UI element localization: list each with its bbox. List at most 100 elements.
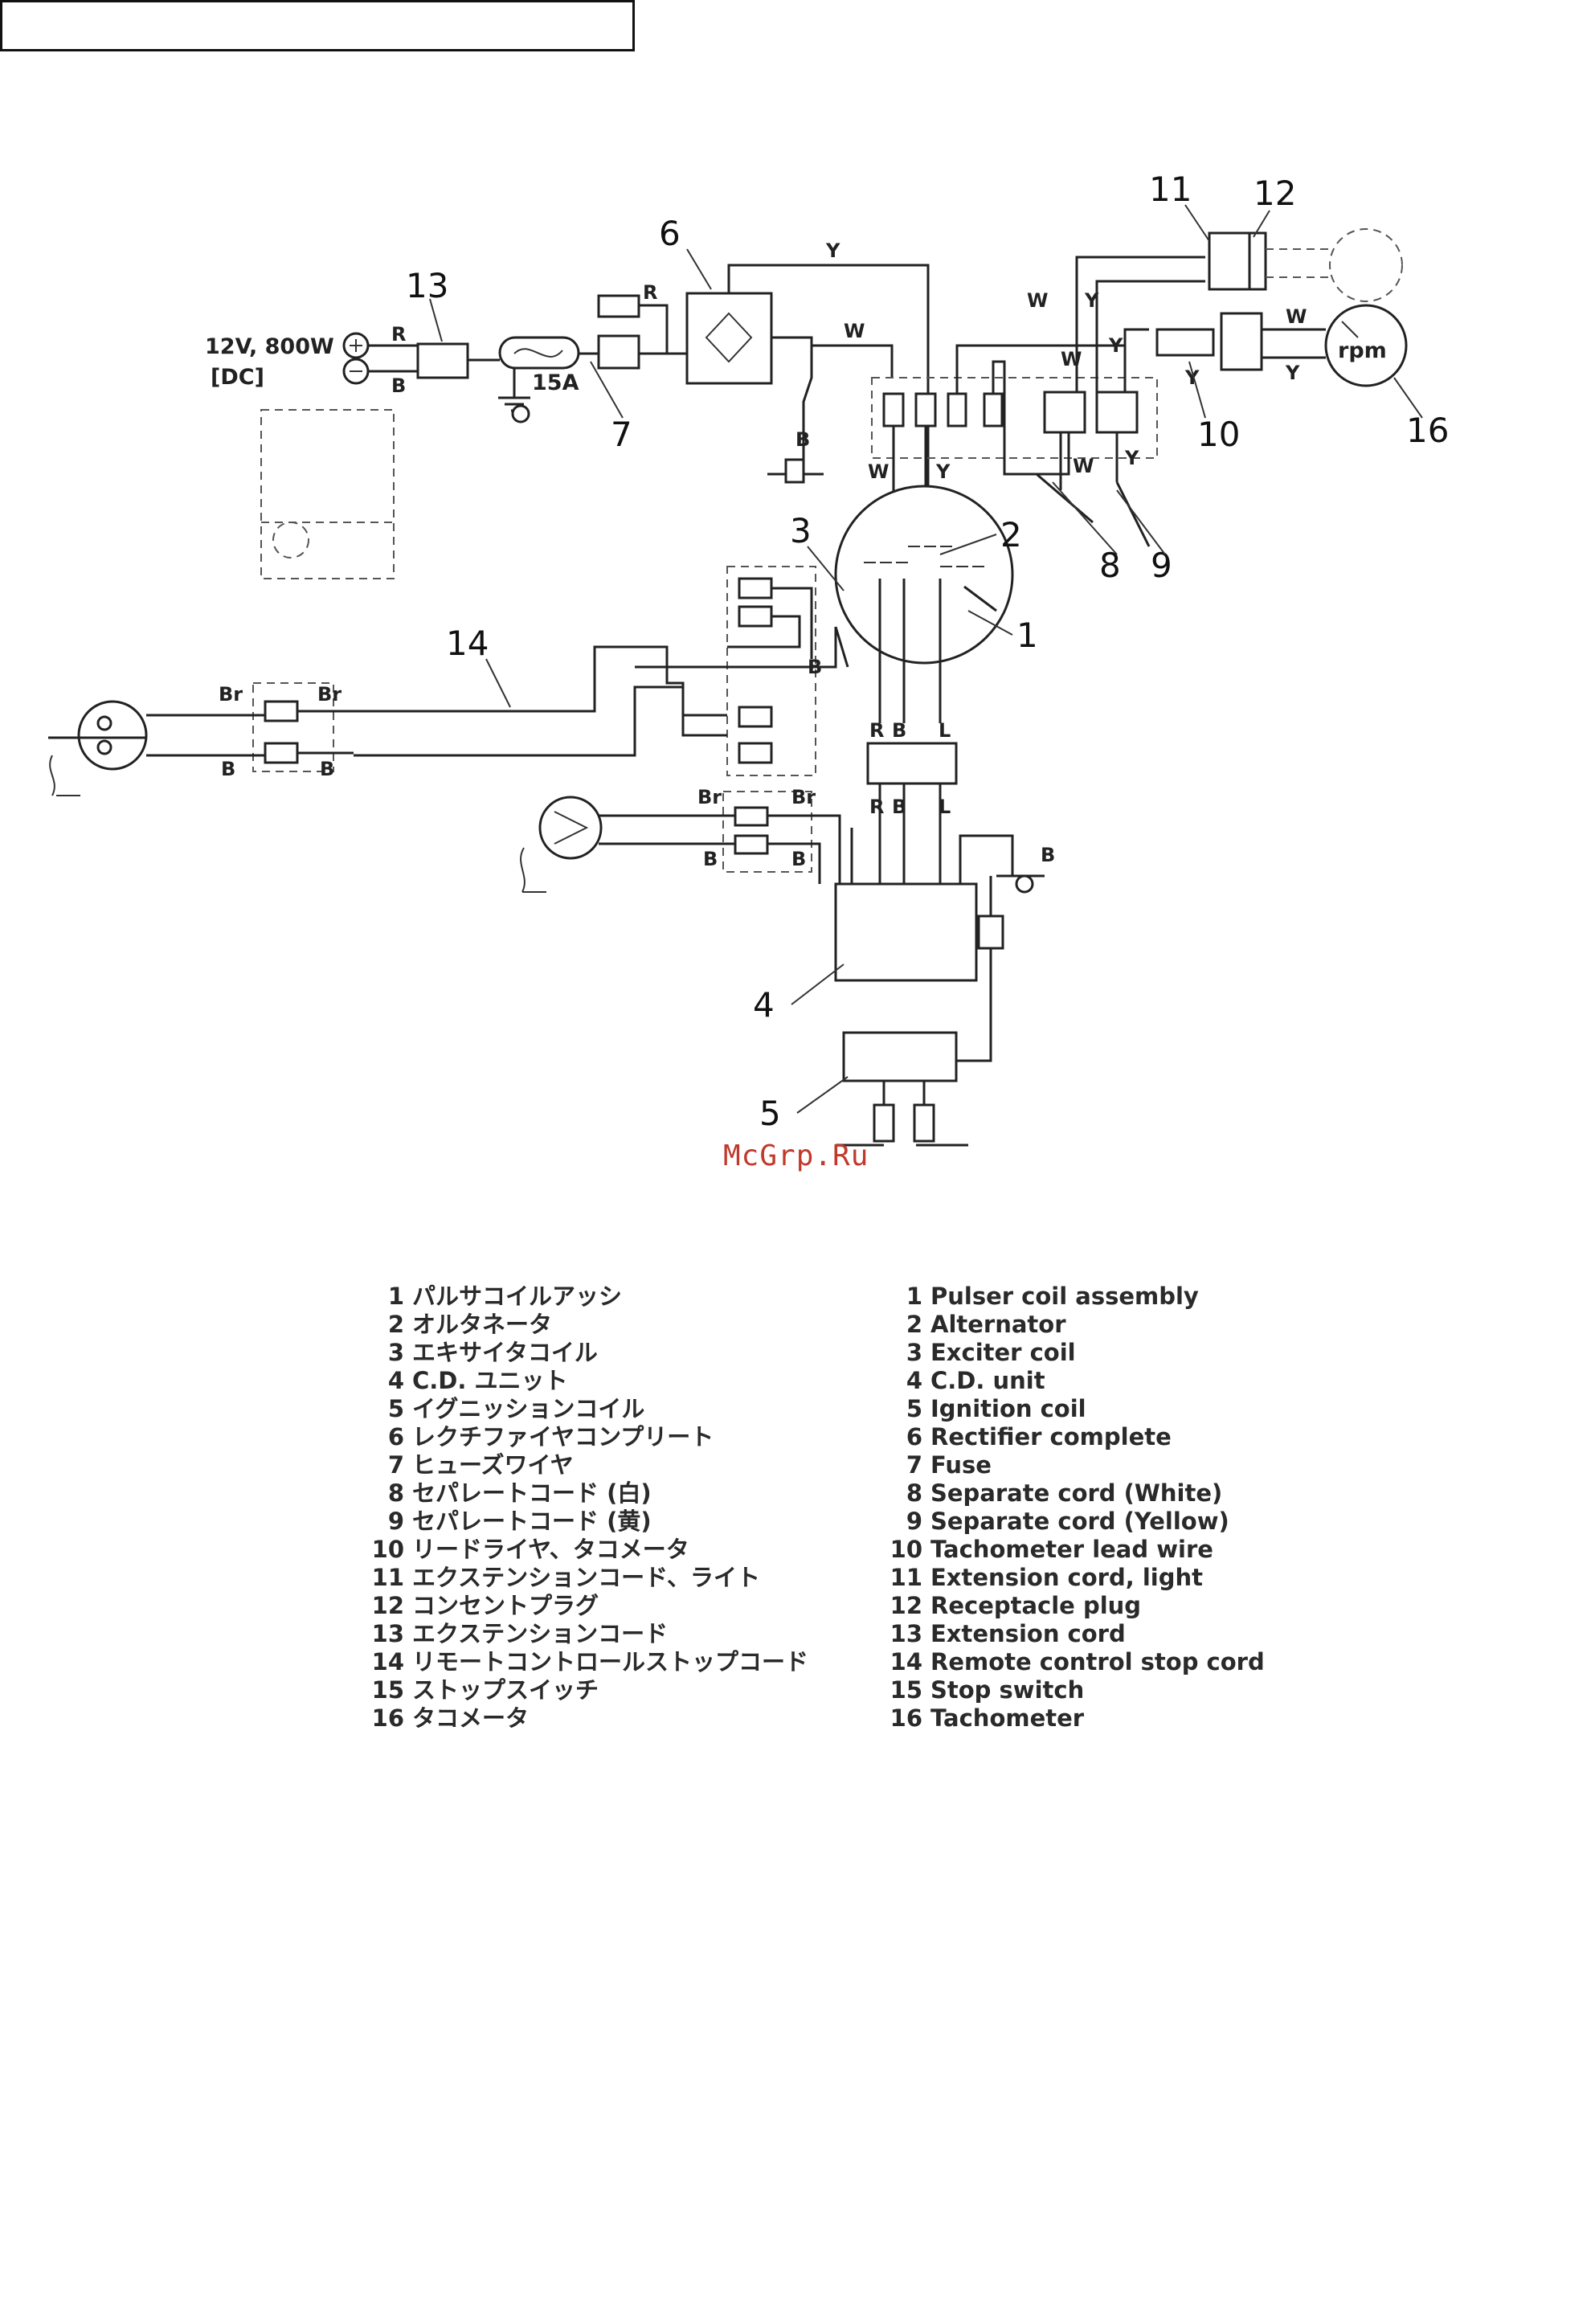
cd-unit-fuse [977, 914, 1004, 950]
battery-dc-source: 12V, 800W [DC] [205, 332, 395, 579]
connector-2 [914, 392, 937, 428]
connector-6 [1095, 391, 1139, 434]
remote-stop-connector-outline [252, 682, 334, 772]
red-lead-terminal [597, 294, 640, 318]
callout-7: 7 [611, 415, 632, 454]
wire-code-w-4: W [1027, 289, 1048, 312]
callout-4: 4 [753, 985, 775, 1025]
extension-cord-light-connector [1208, 231, 1251, 291]
battery-spec: 12V, 800W [205, 334, 334, 359]
wire-code-b-10: B [1041, 844, 1055, 866]
fuse-connector [597, 334, 640, 370]
callout-3: 3 [790, 511, 812, 550]
callout-8: 8 [1099, 546, 1121, 585]
alternator-circle [834, 485, 1014, 665]
callout-10: 10 [1197, 415, 1240, 454]
wire-code-b-9: B [791, 848, 806, 870]
callout-13: 13 [406, 266, 448, 305]
spark-plug-icon [836, 1103, 968, 1147]
ground-icon-3 [996, 874, 1045, 894]
wire-code-b: B [391, 374, 406, 397]
wire-code-w-2: W [868, 460, 889, 483]
connector-3 [947, 392, 967, 428]
receptacle-plug-connector [1248, 231, 1267, 291]
wire-code-y-3: Y [1124, 447, 1139, 469]
connector-5 [1043, 391, 1086, 434]
wire-code-w: W [844, 320, 865, 342]
wire-code-y-top: Y [825, 239, 840, 262]
wire-code-br-4: Br [791, 786, 816, 808]
extension-cord-13-box [416, 342, 469, 379]
wire-code-b-8: B [703, 848, 718, 870]
wire-code-y-5: Y [1108, 334, 1123, 357]
callout-1: 1 [1016, 616, 1038, 655]
tachometer-face-label: rpm [1338, 338, 1387, 363]
callout-9: 9 [1151, 546, 1172, 585]
ground-icon-2 [767, 458, 824, 484]
wire-code-r: R [391, 323, 406, 346]
stop-switch-icon [520, 796, 603, 893]
tachometer-connector [1220, 312, 1263, 371]
wire-code-b-5: B [808, 656, 822, 678]
wire-code-y-4: Y [1084, 289, 1099, 312]
ground-icon [498, 396, 530, 423]
fuse-rating: 15A [532, 370, 579, 395]
callout-6: 6 [659, 214, 681, 253]
fuse-icon [498, 336, 580, 370]
wire-code-br-2: Br [317, 683, 341, 706]
tachometer-lead-connector [1155, 328, 1215, 357]
callout-14: 14 [446, 624, 489, 663]
wire-code-r-2: R [643, 281, 657, 304]
wire-code-r-3: R [869, 719, 884, 742]
wire-code-b-6: B [221, 758, 235, 780]
wire-code-br-3: Br [697, 786, 722, 808]
battery-outline [260, 409, 395, 579]
rectifier-complete-box [685, 292, 773, 385]
wire-code-b-2: B [795, 428, 810, 451]
ignition-coil-box [842, 1031, 958, 1082]
remote-stop-switch-icon [48, 700, 201, 796]
rbl-connector [866, 742, 958, 785]
wire-code-l: L [939, 719, 951, 742]
battery-dc-label: [DC] [211, 365, 264, 390]
lamp-outline [1329, 228, 1403, 302]
callout-2: 2 [1000, 515, 1022, 554]
wire-code-y-6: Y [1285, 362, 1300, 384]
wire-code-w-5: W [1061, 348, 1082, 370]
wire-code-y-2: Y [935, 460, 951, 483]
callout-5: 5 [759, 1094, 781, 1133]
header-box [0, 0, 635, 51]
connector-1 [882, 392, 905, 428]
wire-code-b-7: B [320, 758, 334, 780]
